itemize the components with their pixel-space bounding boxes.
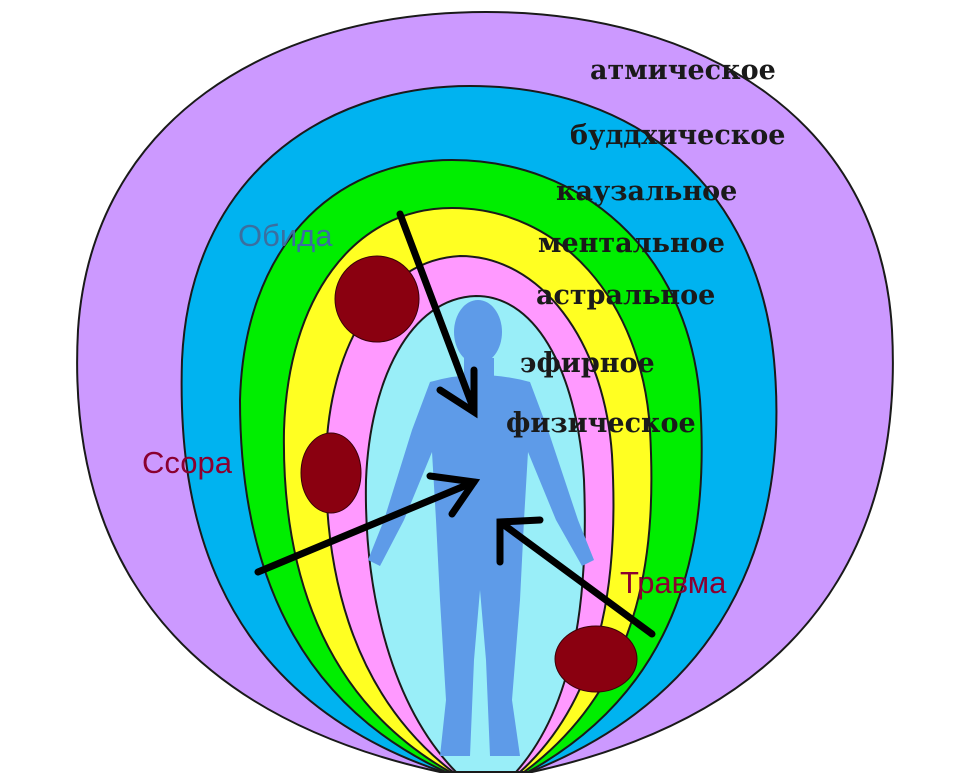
- blob-obida: [334, 255, 420, 343]
- label-causal: каузальное: [556, 176, 737, 207]
- arrow-ssora: [254, 472, 481, 576]
- label-atmic: атмическое: [590, 55, 776, 86]
- label-obida: Обида: [238, 218, 333, 253]
- problem-labels: Обида Ссора Травма: [142, 218, 727, 600]
- blob-travma: [554, 625, 638, 693]
- arrow-travma: [496, 516, 656, 638]
- label-ssora: Ссора: [142, 445, 233, 480]
- label-astral: астральное: [536, 280, 715, 311]
- impact-arrows: [254, 210, 656, 638]
- label-physical: физическое: [506, 408, 696, 439]
- label-mental: ментальное: [538, 228, 725, 259]
- layer-labels: атмическое буддхическое каузальное мента…: [506, 55, 785, 439]
- label-buddhic: буддхическое: [570, 120, 785, 151]
- arrow-obida: [396, 210, 478, 419]
- label-travma: Травма: [620, 565, 727, 600]
- blob-ssora: [300, 432, 362, 514]
- energy-blobs: [300, 255, 638, 693]
- label-etheric: эфирное: [520, 348, 655, 379]
